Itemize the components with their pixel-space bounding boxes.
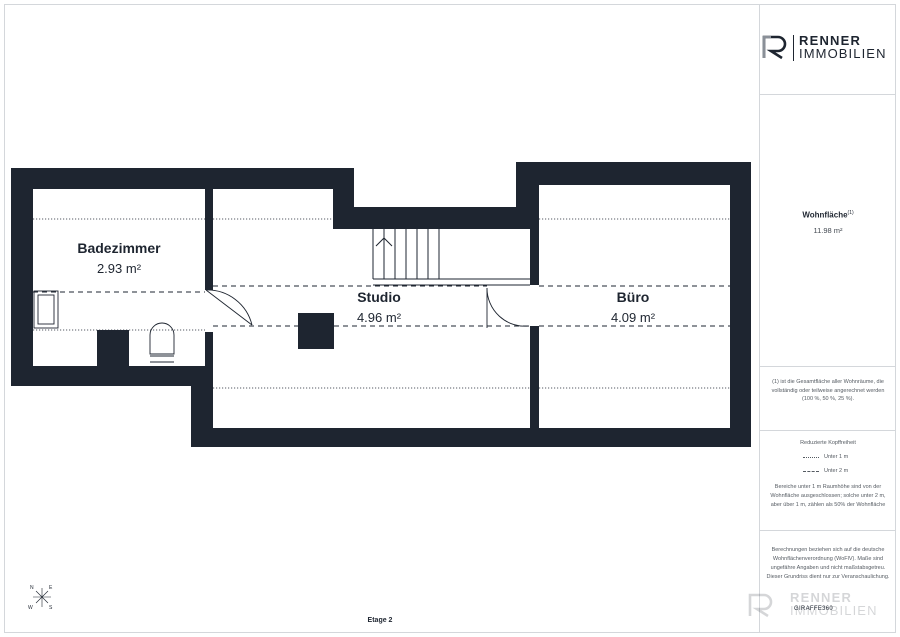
sidebar-divider	[760, 530, 896, 531]
room-name-studio: Studio	[357, 289, 401, 305]
floor-label: Etage 2	[367, 617, 393, 624]
living-area-label: Wohnfläche(1)	[802, 210, 854, 220]
legend-item-label: Unter 2 m	[824, 468, 849, 474]
info-sidebar	[759, 4, 896, 633]
room-area-badezimmer: 2.93 m²	[97, 261, 142, 276]
page-frame	[4, 4, 896, 633]
living-area-value: 11.98 m²	[813, 226, 843, 235]
brand-name: RENNER	[799, 33, 862, 48]
sidebar-divider	[760, 366, 896, 367]
headroom-under-1m-lines	[33, 218, 730, 389]
door-office-swing	[486, 287, 530, 328]
dotted-line-icon	[803, 457, 819, 458]
watermark-brand: RENNER	[790, 590, 853, 605]
renner-watermark-icon	[748, 593, 773, 618]
brand-subname: IMMOBILIEN	[799, 46, 887, 61]
footnote-text: (1) ist die Gesamtfläche aller Wohnräume…	[771, 379, 885, 402]
footnote-mark: (1)	[847, 210, 854, 216]
compass-s: S	[49, 605, 53, 611]
compass-icon	[33, 588, 51, 607]
headroom-under-2m-lines	[33, 285, 730, 327]
compass-e: E	[49, 585, 53, 591]
watermark-subname: IMMOBILIEN	[790, 603, 878, 618]
door-opening-bath	[204, 290, 214, 332]
legend-description: Bereiche unter 1 m Raumhöhe sind von der…	[770, 484, 886, 508]
bathtub-fixture	[33, 290, 59, 329]
staircase	[372, 229, 530, 286]
room-area-buero: 4.09 m²	[611, 310, 656, 325]
sidebar-divider	[760, 430, 896, 431]
credit-label: GIRAFFE360	[794, 606, 834, 612]
legend-item-dashed: Unter 2 m	[803, 468, 883, 476]
room-name-buero: Büro	[617, 289, 650, 305]
watermark-logo: RENNER IMMOBILIEN	[748, 590, 888, 620]
chimney-block	[298, 313, 334, 349]
bath-pillar	[97, 330, 129, 366]
disclaimer-text: Berechnungen beziehen sich auf die deuts…	[766, 547, 890, 580]
room-area-studio: 4.96 m²	[357, 310, 402, 325]
room-name-badezimmer: Badezimmer	[77, 240, 161, 256]
dashed-line-icon	[803, 471, 819, 472]
sidebar-divider	[760, 94, 896, 95]
legend-item-label: Unter 1 m	[824, 454, 849, 460]
legend-title: Reduzierte Kopffreiheit	[800, 440, 856, 446]
compass-w: W	[28, 605, 33, 611]
compass-n: N	[30, 585, 34, 591]
door-opening-office	[529, 285, 540, 326]
logo-divider	[793, 35, 794, 61]
brand-logo: RENNER IMMOBILIEN	[762, 33, 894, 65]
toilet-fixture	[149, 322, 175, 363]
door-bath-swing	[205, 289, 253, 326]
floor-plan: Badezimmer 2.93 m² Studio 4.96 m² Büro 4…	[11, 162, 751, 611]
outer-walls	[11, 162, 751, 447]
renner-logo-icon	[762, 35, 787, 60]
legend-item-dotted: Unter 1 m	[803, 454, 883, 462]
